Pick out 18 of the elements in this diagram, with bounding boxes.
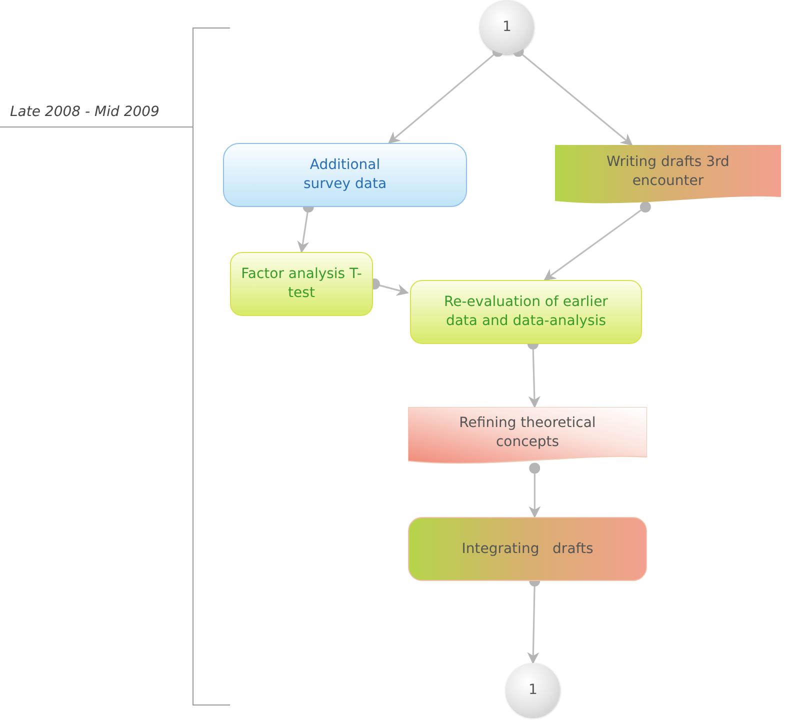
document-shape: [408, 407, 647, 467]
connector-number: 1: [528, 680, 538, 700]
process-box: [230, 252, 373, 316]
connector-circle: [480, 0, 534, 54]
node-label: Factor analysis T-test: [240, 265, 363, 303]
node-label: Integrating drafts: [462, 540, 594, 558]
process-box: [410, 280, 642, 344]
connector-circle: [506, 663, 560, 717]
process-box: [408, 517, 647, 581]
arrow: [544, 202, 651, 281]
node-label: Refining theoretical concepts: [458, 414, 597, 452]
node-label: Writing drafts 3rd encounter: [606, 153, 730, 191]
period-label: Late 2008 - Mid 2009: [10, 104, 160, 120]
connector-number: 1: [502, 18, 512, 36]
process-box: [223, 143, 467, 207]
node-label: Additional survey data: [302, 156, 388, 194]
arrow: [528, 462, 541, 518]
node-label: Re-evaluation of earlier data and data-analysis: [443, 293, 609, 331]
